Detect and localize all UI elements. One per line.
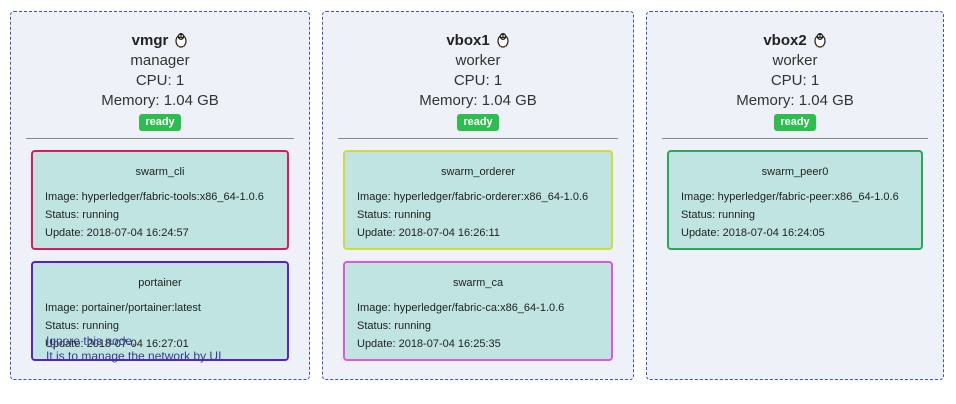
node-hostname-row: vmgr <box>11 30 309 50</box>
divider <box>338 138 618 139</box>
service-card-portainer[interactable]: portainer Image: portainer/portainer:lat… <box>31 261 289 361</box>
linux-penguin-icon <box>813 32 827 48</box>
node-memory: Memory: 1.04 GB <box>736 92 854 109</box>
service-name: portainer <box>138 277 182 289</box>
service-card-swarm-orderer[interactable]: swarm_orderer Image: hyperledger/fabric-… <box>343 150 613 250</box>
divider <box>26 138 294 139</box>
status-badge: ready <box>774 114 816 131</box>
service-update: Update: 2018-07-04 16:26:11 <box>357 227 500 239</box>
status-badge: ready <box>139 114 181 131</box>
status-badge: ready <box>457 114 499 131</box>
service-status: Status: running <box>357 320 431 332</box>
service-status: Status: running <box>357 209 431 221</box>
service-update: Update: 2018-07-04 16:24:57 <box>45 227 189 239</box>
node-hostname-row: vbox2 <box>647 30 943 50</box>
service-name: swarm_orderer <box>441 166 515 178</box>
service-status: Status: running <box>681 209 755 221</box>
service-card-swarm-peer0[interactable]: swarm_peer0 Image: hyperledger/fabric-pe… <box>667 150 923 250</box>
node-cpu: CPU: 1 <box>453 72 503 89</box>
node-cpu: CPU: 1 <box>770 72 820 89</box>
service-status: Status: running <box>45 320 119 332</box>
node-cpu: CPU: 1 <box>135 72 185 89</box>
service-image: Image: hyperledger/fabric-tools:x86_64-1… <box>45 191 264 203</box>
service-image: Image: hyperledger/fabric-ca:x86_64-1.0.… <box>357 302 565 314</box>
node-card-vbox2: vbox2 worker CPU: 1 Memory: 1.04 GB read… <box>646 11 944 380</box>
linux-penguin-icon <box>496 32 510 48</box>
service-name: swarm_ca <box>452 277 504 289</box>
service-update: Update: 2018-07-04 16:27:01 <box>45 338 189 350</box>
service-image: Image: portainer/portainer:latest <box>45 302 201 314</box>
node-role: worker <box>772 52 818 69</box>
node-card-vbox1: vbox1 worker CPU: 1 Memory: 1.04 GB read… <box>322 11 634 380</box>
node-note: Ignore this node, It is to manage the ne… <box>46 334 221 364</box>
node-hostname: vbox1 <box>446 31 490 49</box>
service-update: Update: 2018-07-04 16:25:35 <box>357 338 501 350</box>
node-hostname-row: vbox1 <box>323 30 633 50</box>
node-card-vmgr: vmgr manager CPU: 1 Memory: 1.04 GB read… <box>10 11 310 380</box>
service-card-swarm-ca[interactable]: swarm_ca Image: hyperledger/fabric-ca:x8… <box>343 261 613 361</box>
node-hostname: vmgr <box>131 31 169 49</box>
service-name: swarm_cli <box>135 166 185 178</box>
service-name: swarm_peer0 <box>761 166 829 178</box>
node-memory: Memory: 1.04 GB <box>101 92 219 109</box>
node-role: manager <box>130 52 190 69</box>
divider <box>662 138 928 139</box>
node-memory: Memory: 1.04 GB <box>419 92 537 109</box>
note-line: Ignore this node, <box>46 334 136 348</box>
service-update: Update: 2018-07-04 16:24:05 <box>681 227 825 239</box>
service-image: Image: hyperledger/fabric-orderer:x86_64… <box>357 191 589 203</box>
service-card-swarm-cli[interactable]: swarm_cli Image: hyperledger/fabric-tool… <box>31 150 289 250</box>
service-image: Image: hyperledger/fabric-peer:x86_64-1.… <box>681 191 899 203</box>
linux-penguin-icon <box>174 32 188 48</box>
node-hostname: vbox2 <box>763 31 807 49</box>
service-status: Status: running <box>45 209 119 221</box>
note-line: It is to manage the network by UI <box>46 349 222 363</box>
node-role: worker <box>455 52 501 69</box>
